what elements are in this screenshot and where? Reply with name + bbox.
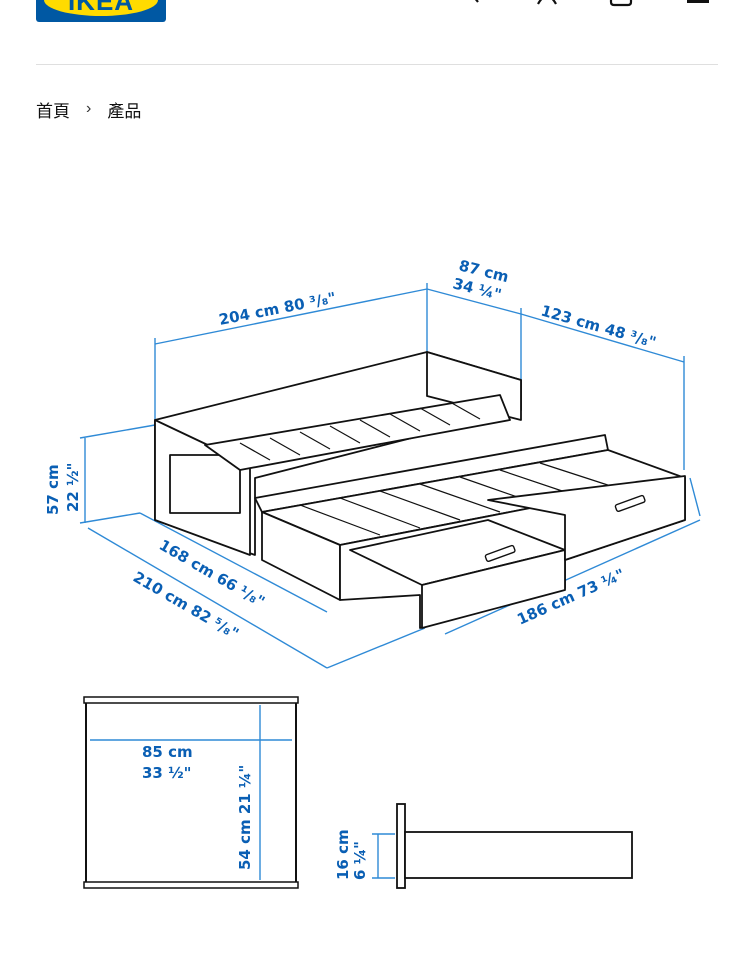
ikea-logo[interactable]: IKEA xyxy=(36,0,166,22)
dim-length-top: 204 cm 80 ³/₈" xyxy=(217,289,337,329)
bag-icon[interactable] xyxy=(608,0,638,12)
drawer-side-view xyxy=(372,803,633,889)
breadcrumb-separator: › xyxy=(86,100,92,117)
search-icon[interactable] xyxy=(462,0,492,12)
menu-icon[interactable] xyxy=(684,0,714,12)
dim-drawer-height-in: 6 ¼" xyxy=(351,841,369,880)
dim-drawer-depth: 54 cm 21 ¼" xyxy=(236,765,254,870)
drawer-top-view xyxy=(83,696,299,889)
product-dimension-diagram: 204 cm 80 ³/₈" 87 cm 34 ¼" 123 cm 48 ³/₈… xyxy=(44,256,701,889)
site-header: IKEA xyxy=(0,0,753,64)
dim-drawer-width-in: 33 ½" xyxy=(142,764,191,782)
dim-height-57-in: 22 ½" xyxy=(64,463,82,512)
logo-text: IKEA xyxy=(67,0,135,16)
breadcrumb-home[interactable]: 首頁 xyxy=(36,101,70,121)
user-icon[interactable] xyxy=(532,0,562,12)
dimension-lines xyxy=(79,283,701,669)
breadcrumb-current[interactable]: 產品 xyxy=(107,101,142,121)
breadcrumb: 首頁 › 產品 xyxy=(36,97,141,121)
dim-height-57: 57 cm xyxy=(44,464,62,515)
logo-oval xyxy=(44,0,158,16)
dim-drawer-height: 16 cm xyxy=(334,829,352,880)
bed-drawing xyxy=(154,351,686,629)
dim-width-123: 123 cm 48 ³/₈" xyxy=(539,302,658,352)
dim-drawer-width: 85 cm xyxy=(142,743,193,761)
header-divider xyxy=(36,64,718,65)
